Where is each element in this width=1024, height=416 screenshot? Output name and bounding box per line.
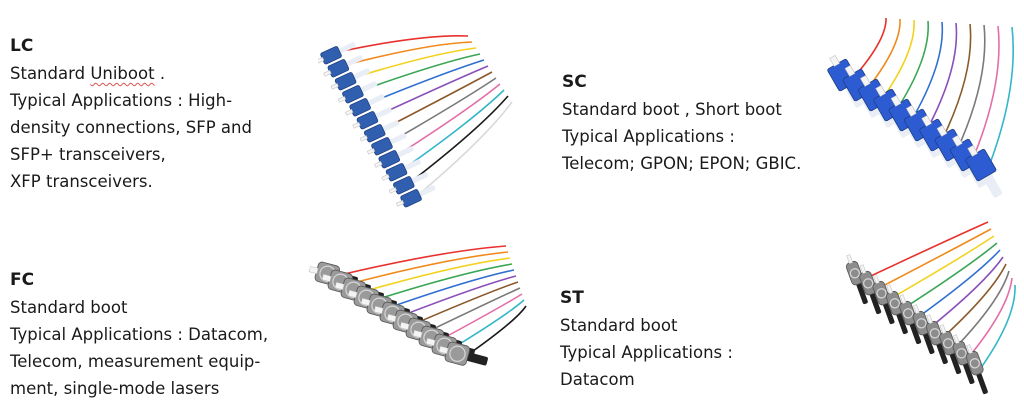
fc-title: FC (10, 270, 35, 290)
st-line-2: Datacom (560, 370, 635, 389)
fc-line-applications: Typical Applications : Datacom, (10, 325, 269, 344)
lc-section: LC Standard Uniboot . Typical Applicatio… (10, 36, 252, 195)
fc-line-boot: Standard boot (10, 298, 128, 317)
sc-section: SC Standard boot , Short boot Typical Ap… (562, 72, 801, 177)
spellcheck-flagged-word: Uniboot (90, 64, 155, 83)
st-section: ST Standard boot Typical Applications : … (560, 288, 733, 393)
sc-title: SC (562, 72, 587, 92)
fc-line-3: ment, single-mode lasers (10, 379, 220, 398)
lc-connector-pigtail-bundle-icon (318, 35, 513, 208)
lc-line-4: XFP transceivers. (10, 172, 153, 191)
st-line-applications: Typical Applications : (560, 343, 733, 362)
sc-line-applications: Typical Applications : (562, 127, 735, 146)
lc-title: LC (10, 36, 34, 56)
lc-line-2: density connections, SFP and (10, 118, 252, 137)
st-title: ST (560, 288, 584, 308)
sc-line-2: Telecom; GPON; EPON; GBIC. (562, 154, 802, 173)
lc-line-boot: Standard Uniboot . (10, 64, 166, 83)
lc-line-3: SFP+ transceivers, (10, 145, 166, 164)
fc-connector-pigtail-bundle-icon (308, 245, 527, 366)
st-connector-pigtail-bundle-icon (845, 221, 1016, 395)
fc-line-2: Telecom, measurement equip- (10, 352, 261, 371)
sc-line-boot: Standard boot , Short boot (562, 100, 782, 119)
sc-connector-pigtail-bundle-icon (827, 17, 1015, 198)
st-line-boot: Standard boot (560, 316, 678, 335)
lc-line-applications: Typical Applications : High- (10, 91, 233, 110)
fc-section: FC Standard boot Typical Applications : … (10, 270, 268, 402)
